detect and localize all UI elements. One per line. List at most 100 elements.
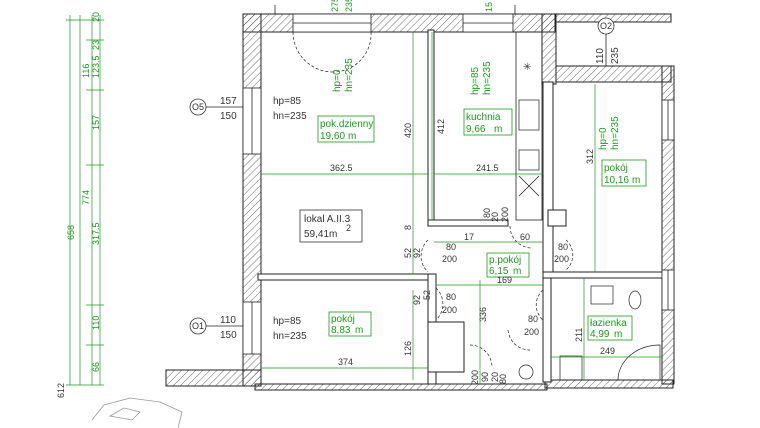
svg-text:4,99: 4,99	[590, 329, 610, 340]
svg-text:336: 336	[478, 307, 488, 322]
svg-text:pokój: pokój	[604, 163, 628, 174]
key-plan-sketch	[91, 397, 183, 428]
svg-text:110: 110	[595, 48, 606, 64]
window-tag-o5: O5 157 150	[189, 96, 243, 122]
svg-text:hp=0: hp=0	[332, 69, 343, 92]
room-label-room1: pokój 10,16 m	[601, 159, 647, 187]
chain-157: 157	[91, 115, 101, 130]
svg-text:19,60: 19,60	[320, 131, 345, 142]
door-swings	[292, 31, 574, 368]
svg-text:6,15: 6,15	[489, 266, 509, 277]
svg-text:150: 150	[220, 330, 237, 341]
svg-text:275: 275	[330, 0, 340, 12]
svg-text:hp=0: hp=0	[598, 127, 609, 150]
svg-text:łazienka: łazienka	[590, 318, 627, 329]
heights-room2: hp=85 hn=235	[273, 316, 307, 342]
svg-text:hp=85: hp=85	[273, 96, 302, 107]
svg-text:hp=85: hp=85	[273, 316, 302, 327]
svg-text:17: 17	[464, 232, 474, 242]
svg-text:200: 200	[554, 254, 569, 264]
room-label-bath: łazienka 4,99 m	[587, 315, 633, 341]
chain-20: 20	[91, 12, 101, 22]
svg-text:249: 249	[600, 346, 615, 356]
svg-text:hp=85: hp=85	[470, 66, 481, 95]
svg-text:8: 8	[403, 225, 413, 230]
window-tag-o1: O1 110 150	[189, 315, 243, 341]
chain-658: 658	[66, 225, 76, 240]
svg-text:O1: O1	[192, 321, 204, 331]
svg-text:157: 157	[220, 96, 237, 107]
svg-text:80: 80	[446, 242, 456, 252]
svg-text:kuchnia: kuchnia	[466, 112, 501, 123]
svg-text:20: 20	[490, 212, 500, 222]
svg-text:m: m	[513, 266, 521, 277]
svg-text:80: 80	[528, 314, 538, 324]
chain-66: 66	[91, 362, 101, 372]
svg-text:m: m	[494, 124, 502, 135]
svg-text:200: 200	[442, 254, 457, 264]
svg-text:hn=235: hn=235	[482, 61, 493, 95]
svg-text:lokal A.II.3: lokal A.II.3	[304, 214, 351, 225]
heights-room1: hp=0 hn=235	[598, 116, 621, 150]
svg-text:10,16: 10,16	[604, 175, 629, 186]
heights-kitchen: hp=85 hn=235	[470, 61, 493, 95]
svg-text:200: 200	[470, 370, 480, 385]
svg-text:235: 235	[344, 0, 354, 12]
hood-icon: ✳	[523, 62, 531, 73]
windows-left	[242, 87, 262, 355]
svg-text:80: 80	[446, 292, 456, 302]
chain-116: 116	[81, 64, 91, 78]
svg-text:200: 200	[500, 207, 510, 222]
svg-text:235: 235	[610, 47, 621, 64]
svg-text:241.5: 241.5	[476, 163, 499, 173]
kitchen-fixtures: ✳	[515, 31, 543, 221]
svg-text:20: 20	[490, 372, 500, 382]
windows-top	[274, 5, 516, 33]
chain-23: 23	[91, 40, 101, 50]
svg-text:92: 92	[412, 248, 422, 258]
svg-text:8,83: 8,83	[331, 325, 351, 336]
svg-text:m: m	[614, 329, 622, 340]
svg-text:90: 90	[480, 372, 490, 382]
heights-living: hp=85 hn=235 hp=0 hn=235	[273, 58, 355, 122]
left-dimension-chain: 20 23 116 123.5 157 317.5 110 66 774 658…	[56, 12, 104, 398]
svg-text:59,41m: 59,41m	[304, 229, 337, 240]
svg-text:O5: O5	[192, 102, 204, 112]
svg-text:m: m	[632, 175, 640, 186]
apartment-label: lokal A.II.3 59,41m 2	[299, 209, 363, 243]
svg-text:pokój: pokój	[331, 314, 355, 325]
room-label-kitchen: kuchnia 9,66 m	[463, 108, 513, 136]
window-right	[661, 99, 675, 311]
room-label-living: pok.dzienny 19,60 m	[317, 115, 375, 143]
svg-text:m: m	[348, 131, 356, 142]
svg-text:p.pokój: p.pokój	[489, 255, 521, 266]
svg-text:hn=235: hn=235	[344, 58, 355, 92]
svg-text:pok.dzienny: pok.dzienny	[320, 119, 373, 130]
svg-text:92: 92	[412, 295, 422, 305]
svg-text:52: 52	[422, 290, 432, 300]
svg-text:200: 200	[442, 305, 457, 315]
svg-text:200: 200	[524, 327, 539, 337]
svg-text:O2: O2	[600, 21, 612, 31]
svg-text:169: 169	[497, 275, 512, 285]
svg-text:15: 15	[484, 2, 494, 12]
svg-text:312: 312	[585, 149, 595, 164]
dimension-labels: 362.5 241.5 420 412 312 374 126 169 336 …	[330, 0, 615, 382]
svg-text:m: m	[355, 325, 363, 336]
door-sizes: 80 200 80 200 80 200 80 200 80 200 80 20…	[442, 207, 569, 385]
svg-text:52: 52	[403, 248, 413, 258]
dimension-lines	[261, 32, 662, 384]
svg-text:420: 420	[403, 123, 413, 138]
shower-icon	[617, 344, 661, 381]
interior-walls	[257, 29, 664, 385]
chain-123-5: 123.5	[91, 55, 101, 78]
toilet-icon	[628, 290, 642, 310]
svg-text:110: 110	[220, 315, 236, 326]
svg-text:211: 211	[574, 328, 584, 342]
svg-text:hn=235: hn=235	[610, 116, 621, 150]
room-label-hall: p.pokój 6,15 m	[486, 252, 530, 278]
svg-text:hn=235: hn=235	[273, 331, 307, 342]
svg-text:150: 150	[220, 111, 237, 122]
svg-text:126: 126	[403, 341, 413, 356]
